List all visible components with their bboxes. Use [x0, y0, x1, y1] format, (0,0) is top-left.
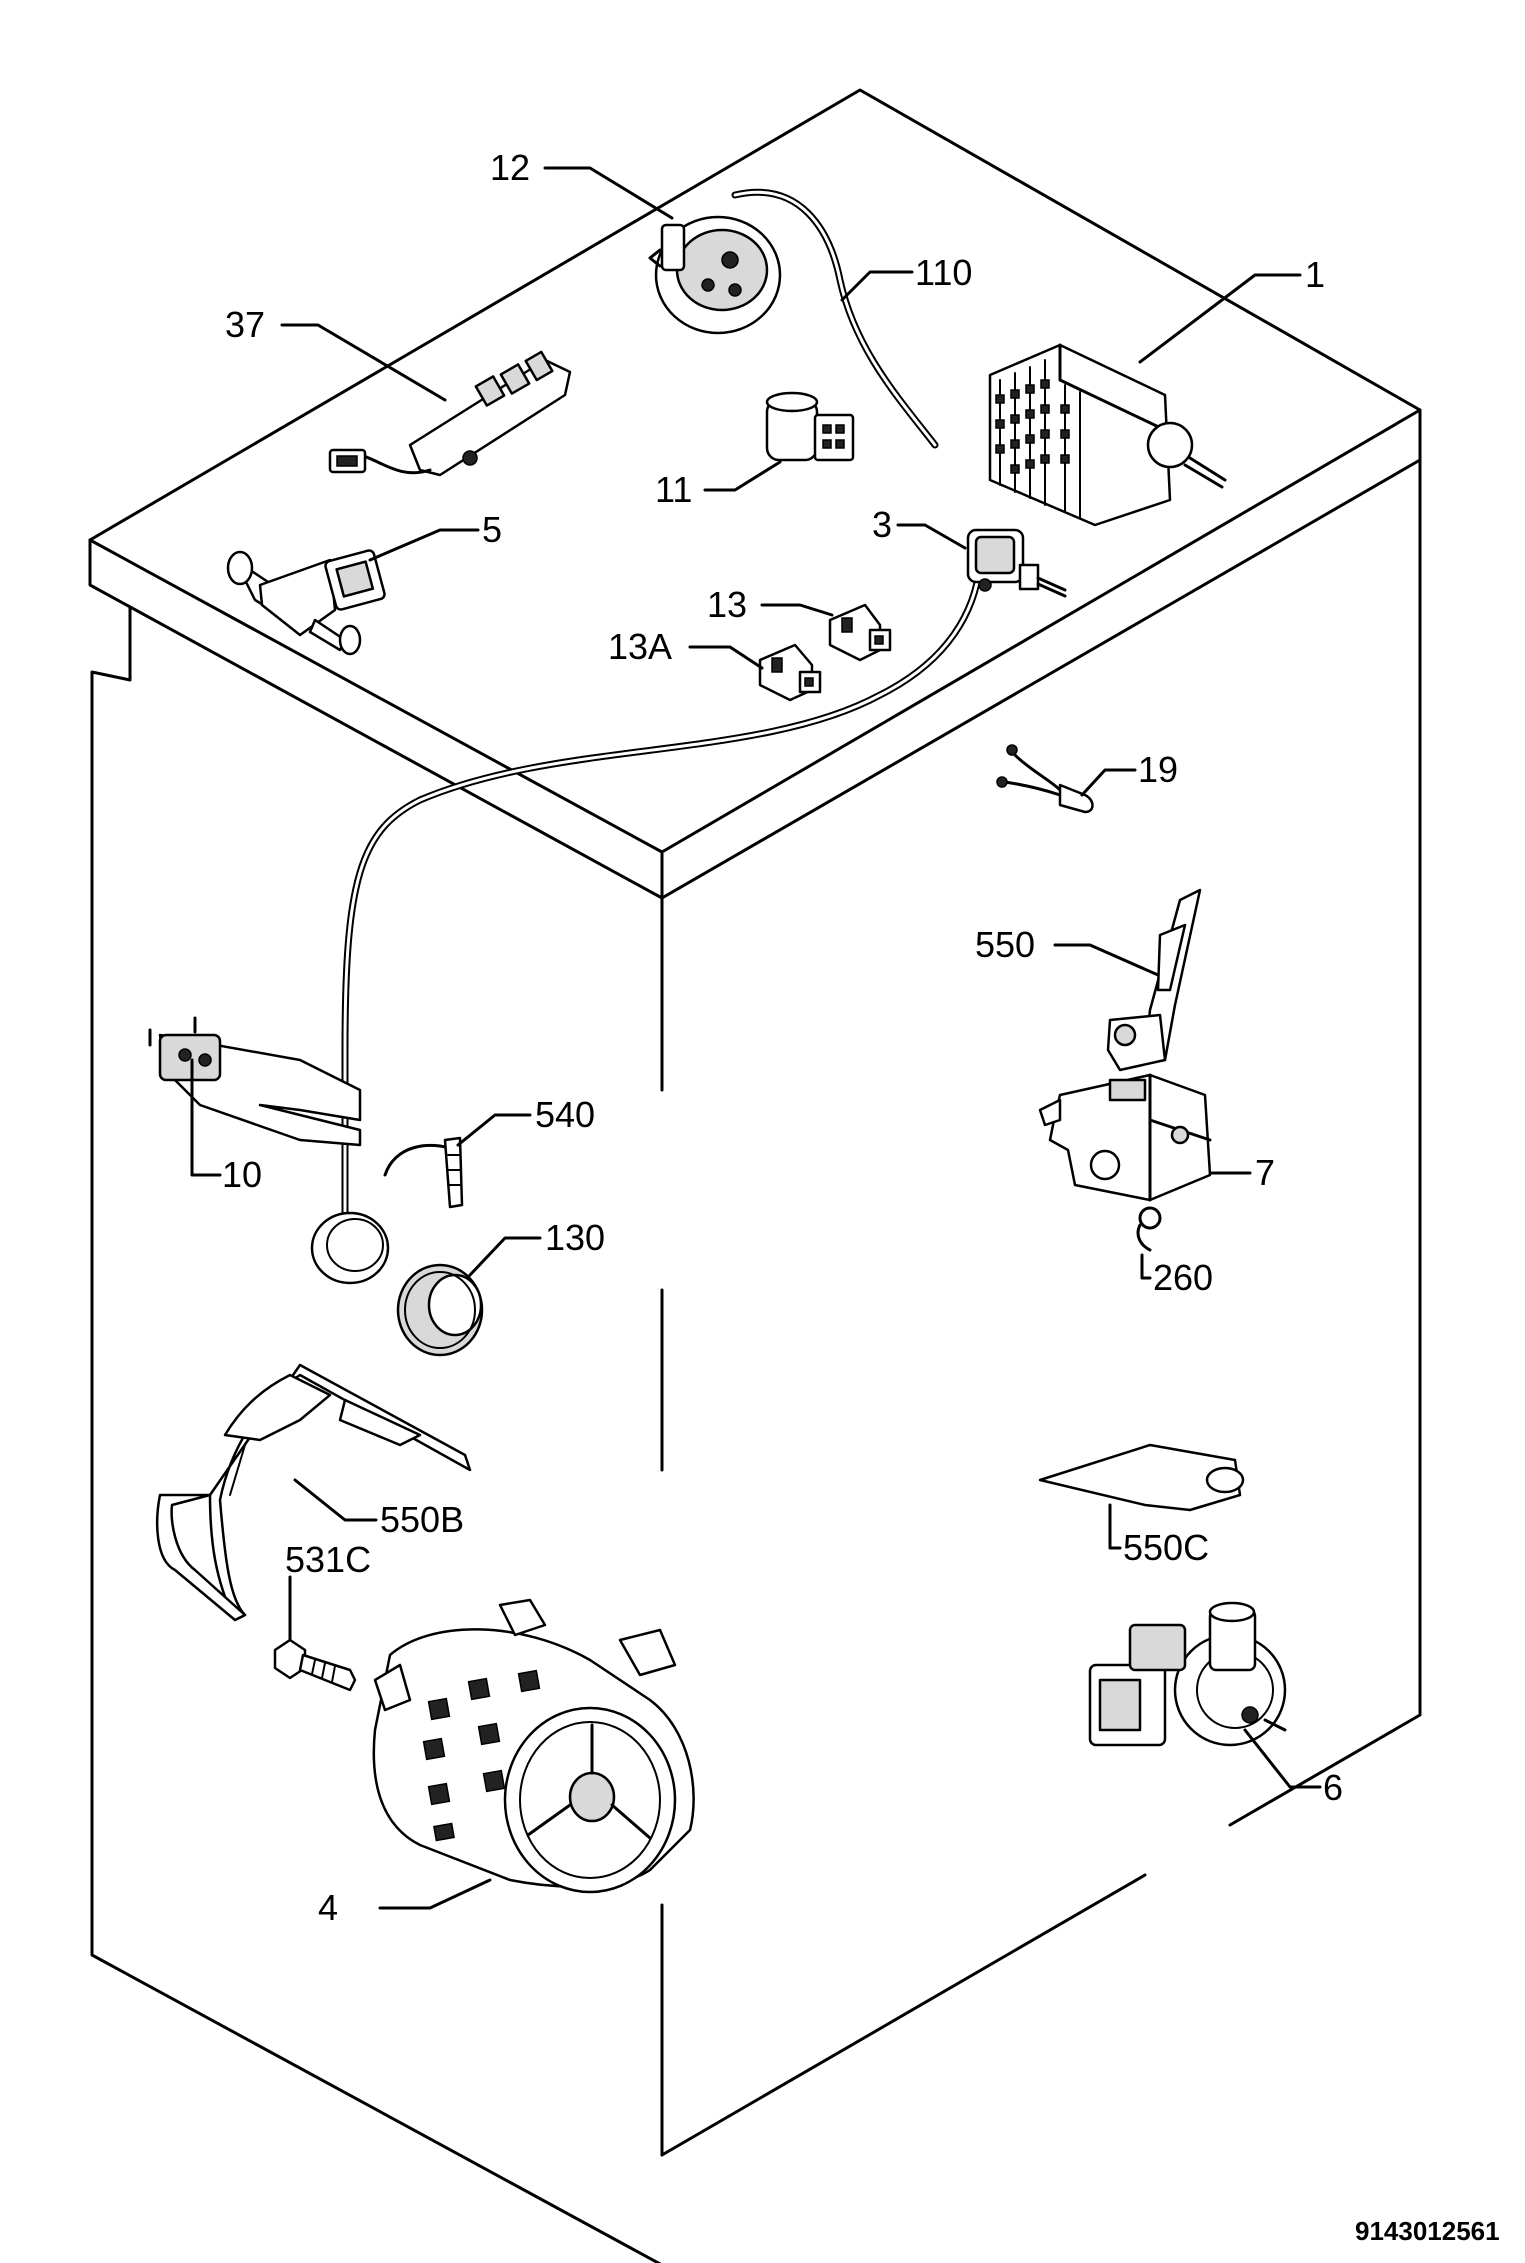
label-12: 12: [490, 147, 530, 188]
label-550: 550: [975, 924, 1035, 965]
label-19: 19: [1138, 749, 1178, 790]
part-550-door-lever: [1106, 888, 1202, 1072]
part-6-drain-pump: [1088, 1601, 1287, 1747]
part-labels: 12 110 1 37 11 5 3 13 13A 19 550 540 10 …: [222, 147, 1343, 1928]
part-12-pressure-switch: [648, 215, 782, 335]
label-540: 540: [535, 1094, 595, 1135]
part-11-capacitor: [765, 391, 855, 462]
part-3-pressure-switch: [966, 528, 1067, 598]
label-3: 3: [872, 504, 892, 545]
part-13-connector: [828, 603, 892, 662]
pressure-switch-hose: [341, 561, 984, 1224]
label-10: 10: [222, 1154, 262, 1195]
part-550b-door-cover: [156, 1363, 472, 1622]
part-110-hose: [731, 188, 939, 449]
part-7-door-interlock: [1038, 1073, 1212, 1202]
label-7: 7: [1255, 1152, 1275, 1193]
label-110: 110: [915, 252, 972, 293]
part-10-heating-element: [148, 1016, 362, 1147]
label-130: 130: [545, 1217, 605, 1258]
part-4-motor: [372, 1598, 695, 1894]
part-550c-plate: [1038, 1443, 1245, 1512]
label-260: 260: [1153, 1257, 1213, 1298]
part-13a-connector: [758, 643, 822, 702]
cabinet-outline: [88, 88, 1422, 2263]
part-540-clamp: [383, 1136, 464, 1209]
pressure-chamber: [310, 1211, 390, 1285]
part-37-interference-filter: [328, 350, 572, 477]
part-260-spring: [1136, 1206, 1162, 1252]
part-130-seal: [396, 1263, 484, 1357]
part-5-water-inlet-valve: [226, 549, 386, 656]
label-550c: 550C: [1123, 1527, 1209, 1568]
label-13: 13: [707, 584, 747, 625]
label-11: 11: [655, 469, 692, 510]
label-1: 1: [1305, 254, 1325, 295]
label-6: 6: [1323, 1767, 1343, 1808]
label-4: 4: [318, 1887, 338, 1928]
label-531c: 531C: [285, 1539, 371, 1580]
label-37: 37: [225, 304, 265, 345]
label-13a: 13A: [608, 626, 672, 667]
document-number: 9143012561: [1355, 2216, 1500, 2246]
label-5: 5: [482, 509, 502, 550]
part-531c-screw: [273, 1638, 357, 1692]
leader-lines: [190, 166, 1322, 1910]
part-19-temperature-sensor: [996, 744, 1094, 814]
part-1-programme-selector: [988, 343, 1227, 527]
label-550b: 550B: [380, 1499, 464, 1540]
